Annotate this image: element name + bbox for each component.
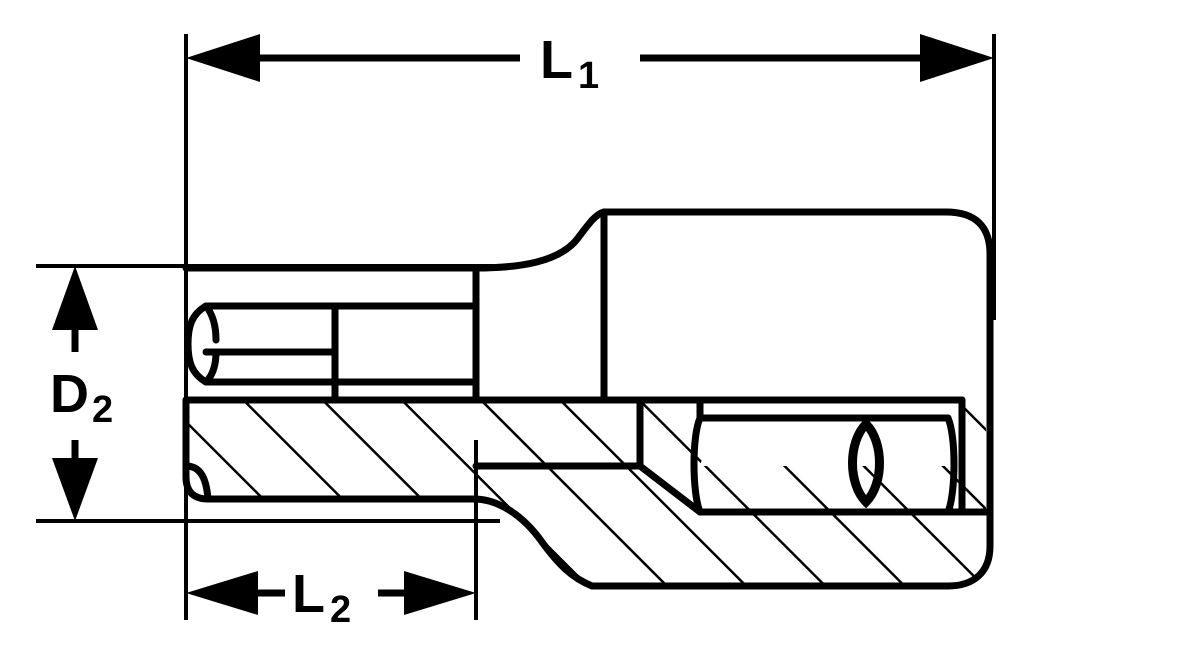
square-drive-chamfer-left <box>690 414 704 516</box>
dimension-l2: L 2 <box>186 564 476 631</box>
arrowhead-l1-right <box>920 34 994 82</box>
hatch-region-body-endwall <box>962 400 986 512</box>
dimension-label-d2: D <box>50 364 89 424</box>
arrowhead-l1-left <box>186 34 260 82</box>
socket-body-upper-outline <box>600 208 994 404</box>
dimension-label-l2: L <box>292 564 325 624</box>
drive-bore-lower-relief <box>636 462 704 516</box>
shank-to-body-transition-curve <box>472 208 608 272</box>
square-drive-chamfer-right <box>944 414 958 516</box>
ball-detent-hole-icon <box>848 417 884 509</box>
dimension-label-l1: L <box>540 30 573 90</box>
arrowhead-d2-top <box>52 266 98 330</box>
part-outlines <box>182 208 994 590</box>
dimension-label-l1-subscript: 1 <box>578 55 599 97</box>
arrowhead-l2-left <box>186 571 258 615</box>
section-hatching <box>186 400 986 586</box>
bit-slab-left-cap-inner-curve <box>182 462 212 503</box>
dimension-l1: L 1 <box>186 30 994 97</box>
arrowhead-d2-bottom <box>52 458 98 521</box>
socket-body-lower-outline <box>472 396 994 590</box>
arrowhead-l2-right <box>404 571 476 615</box>
dimension-label-d2-subscript: 2 <box>92 389 113 431</box>
hex-bit-tip-left-chamfer <box>184 302 210 386</box>
dimension-label-l2-subscript: 2 <box>330 589 351 631</box>
dimension-d2: D 2 <box>50 266 113 521</box>
hex-bit-tip-flat-left-curve-2 <box>202 348 220 386</box>
hex-bit-tip-flat-left-curve <box>202 302 220 344</box>
